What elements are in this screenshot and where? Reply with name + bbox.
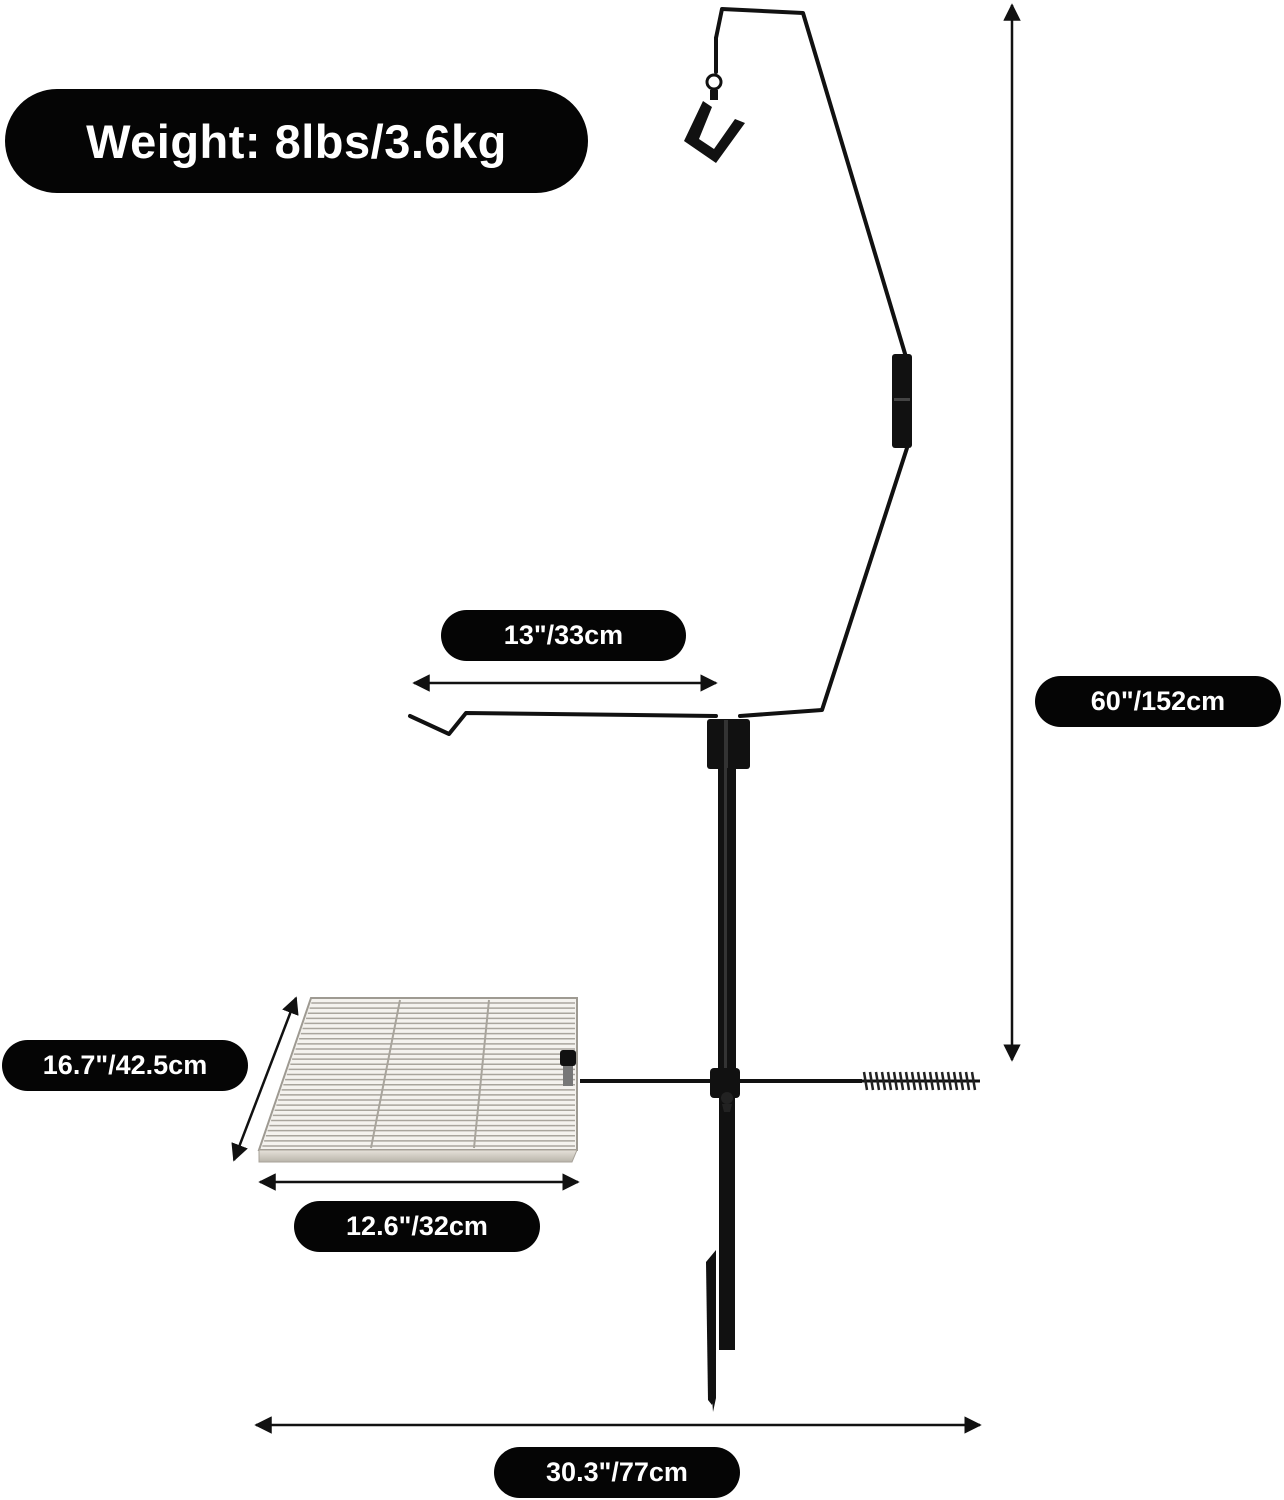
grill-width-dimension-text: 12.6"/32cm bbox=[346, 1211, 488, 1241]
top-arm-dimension-label: 13"/33cm bbox=[441, 610, 686, 661]
base-width-dimension-label: 30.3"/77cm bbox=[494, 1447, 740, 1498]
hanging-arm bbox=[714, 7, 909, 718]
ground-stake bbox=[706, 1250, 716, 1405]
height-dimension-text: 60"/152cm bbox=[1090, 686, 1226, 716]
grill-width-dimension-label: 12.6"/32cm bbox=[294, 1201, 540, 1252]
grill-depth-dimension-label: 16.7"/42.5cm bbox=[2, 1040, 248, 1091]
top-side-arm bbox=[408, 711, 718, 736]
base-width-dimension-text: 30.3"/77cm bbox=[546, 1457, 688, 1487]
hanging-hook-icon bbox=[684, 73, 745, 163]
grill-depth-dimension-text: 16.7"/42.5cm bbox=[42, 1050, 208, 1080]
height-dimension-label: 60"/152cm bbox=[1035, 676, 1281, 727]
top-arm-dimension-text: 13"/33cm bbox=[503, 620, 624, 650]
top-connector bbox=[707, 719, 750, 769]
weight-badge: Weight: 8lbs/3.6kg bbox=[5, 89, 588, 193]
spring-handle-icon bbox=[862, 1071, 980, 1091]
lower-pole bbox=[719, 1092, 735, 1350]
grill-depth-dimension-arrow bbox=[231, 996, 299, 1162]
cross-clamp bbox=[710, 1068, 740, 1098]
grill-grate bbox=[257, 997, 578, 1163]
weight-label: Weight: 8lbs/3.6kg bbox=[86, 114, 507, 168]
